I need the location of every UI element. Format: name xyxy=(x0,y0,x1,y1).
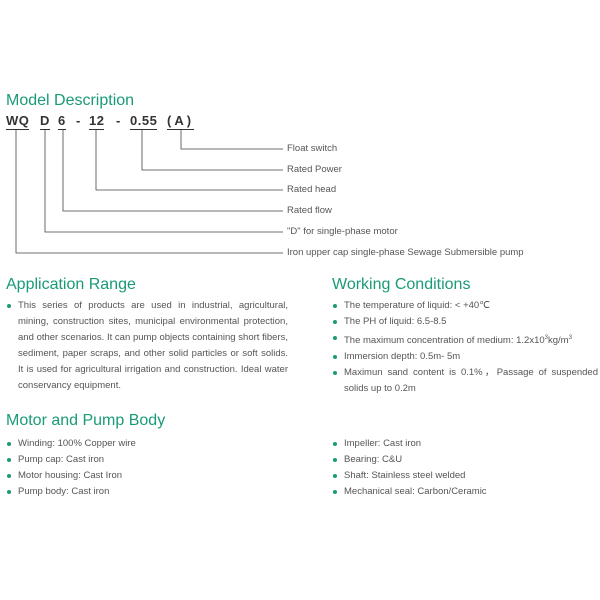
code-power: 0.55 xyxy=(130,113,158,130)
list-item: Immersion depth: 0.5m- 5m xyxy=(332,349,598,365)
conc-unit: kg/m xyxy=(548,335,569,347)
application-list: This series of products are used in indu… xyxy=(6,298,288,394)
list-item: Impeller: Cast iron xyxy=(332,436,598,452)
application-range-title: Application Range xyxy=(6,276,136,293)
list-item: Motor housing: Cast Iron xyxy=(6,468,286,484)
code-flow: 6 xyxy=(58,113,66,130)
list-item: Maximun sand content is 0.1%，Passage of … xyxy=(332,365,598,397)
list-item: This series of products are used in indu… xyxy=(6,298,288,394)
conc-unit-exp: 3 xyxy=(568,335,572,341)
list-item: Pump body: Cast iron xyxy=(6,484,286,500)
code-head: 12 xyxy=(89,113,105,130)
working-list: The temperature of liquid: < +40℃ The PH… xyxy=(332,298,598,397)
code-float: (A) xyxy=(167,113,195,130)
motor-pump-body-title: Motor and Pump Body xyxy=(6,412,166,429)
list-item: Winding: 100% Copper wire xyxy=(6,436,286,452)
list-item: Mechanical seal: Carbon/Ceramic xyxy=(332,484,598,500)
label-rated-head: Rated head xyxy=(287,184,337,195)
label-pump-type: Iron upper cap single-phase Sewage Subme… xyxy=(287,247,524,258)
label-float-switch: Float switch xyxy=(287,143,338,154)
model-description-title: Model Description xyxy=(6,92,135,109)
working-conditions-title: Working Conditions xyxy=(332,276,471,293)
list-item: The PH of liquid: 6.5-8.5 xyxy=(332,314,598,330)
code-d: D xyxy=(40,113,50,130)
conc-text: The maximum concentration of medium: 1.2… xyxy=(344,335,545,347)
label-rated-flow: Rated flow xyxy=(287,205,332,216)
list-item: Bearing: C&U xyxy=(332,452,598,468)
motor-right-list: Impeller: Cast iron Bearing: C&U Shaft: … xyxy=(332,436,598,500)
list-item: Shaft: Stainless steel welded xyxy=(332,468,598,484)
code-wq: WQ xyxy=(6,113,30,130)
label-rated-power: Rated Power xyxy=(287,164,342,175)
motor-left-list: Winding: 100% Copper wire Pump cap: Cast… xyxy=(6,436,286,500)
list-item: The maximum concentration of medium: 1.2… xyxy=(332,330,598,349)
conc-exp: 3 xyxy=(544,335,548,341)
label-d-motor: "D" for single-phase motor xyxy=(287,226,398,237)
list-item: Pump cap: Cast iron xyxy=(6,452,286,468)
code-dash: - xyxy=(116,113,121,128)
list-item: The temperature of liquid: < +40℃ xyxy=(332,298,598,314)
code-dash: - xyxy=(76,113,81,128)
